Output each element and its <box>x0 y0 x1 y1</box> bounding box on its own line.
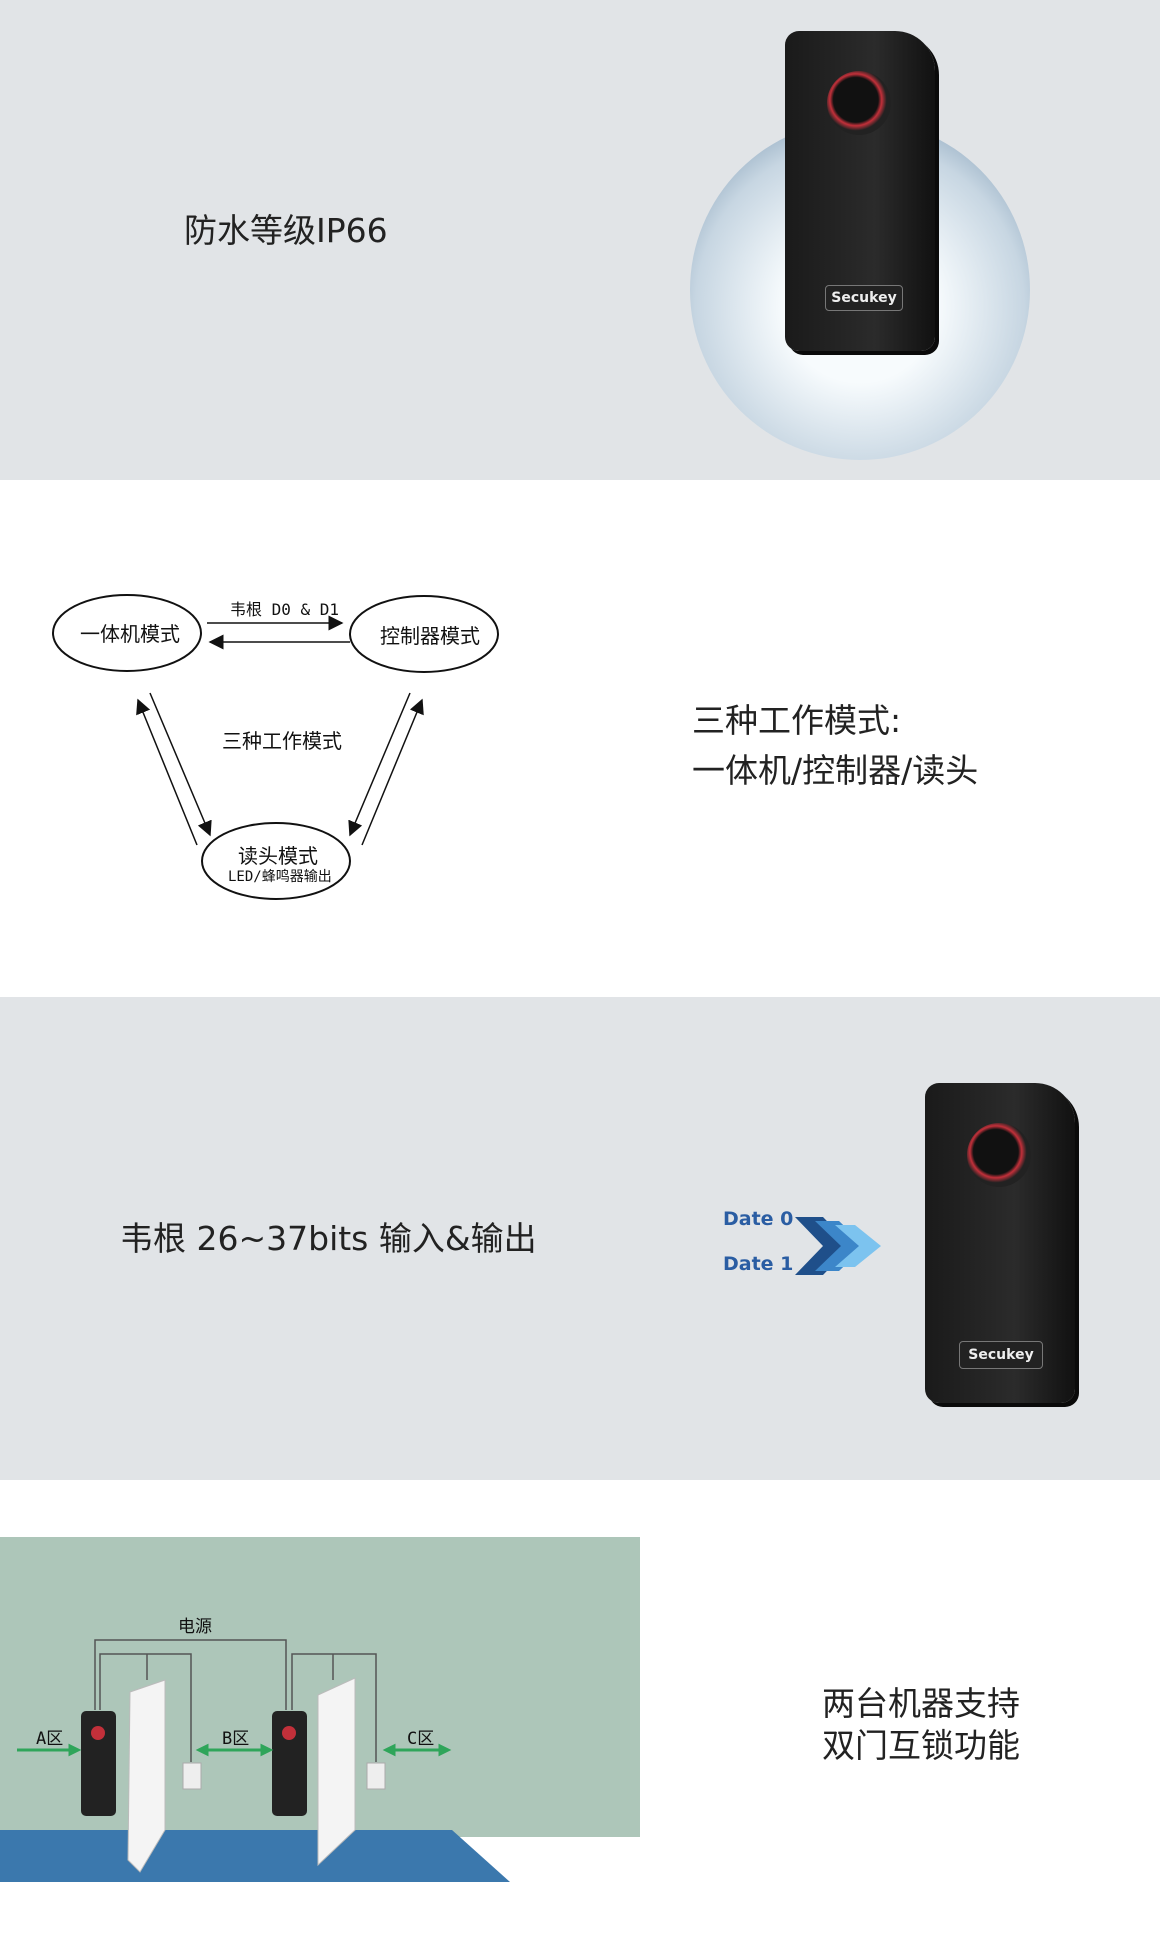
mode-reader-sub: LED/蜂鸣器输出 <box>228 869 332 885</box>
diagram-center-label: 三种工作模式 <box>222 729 342 753</box>
date1-label: Date 1 <box>723 1253 794 1275</box>
zone-a-label: A区 <box>36 1729 64 1749</box>
zone-c-label: C区 <box>407 1729 435 1749</box>
mode-diagram <box>52 594 499 900</box>
reader-led-icon <box>827 71 891 135</box>
waterproof-title: 防水等级IP66 <box>184 211 388 250</box>
mode-standalone: 一体机模式 <box>80 622 180 646</box>
date0-label: Date 0 <box>723 1208 794 1230</box>
brand-logo: Secukey <box>959 1341 1043 1369</box>
wiegand-arrow-label: 韦根 D0 & D1 <box>230 600 340 619</box>
signal-arrow-icon <box>795 1217 881 1275</box>
interlock-line1: 两台机器支持 <box>822 1684 1020 1723</box>
card-reader-image: Secukey <box>785 31 935 351</box>
wiegand-title: 韦根 26~37bits 输入&输出 <box>120 1219 537 1258</box>
modes-title-line2: 一体机/控制器/读头 <box>692 751 979 790</box>
interlock-illustration <box>0 1537 640 1882</box>
modes-title-line1: 三种工作模式: <box>692 701 902 740</box>
reader-led-icon <box>967 1123 1031 1187</box>
card-reader-image-2: Secukey <box>925 1083 1075 1403</box>
brand-logo: Secukey <box>825 285 903 311</box>
power-label: 电源 <box>178 1617 212 1637</box>
mode-reader: 读头模式 <box>238 844 318 868</box>
zone-b-label: B区 <box>222 1729 250 1749</box>
mode-controller: 控制器模式 <box>380 624 480 648</box>
interlock-line2: 双门互锁功能 <box>822 1726 1020 1765</box>
